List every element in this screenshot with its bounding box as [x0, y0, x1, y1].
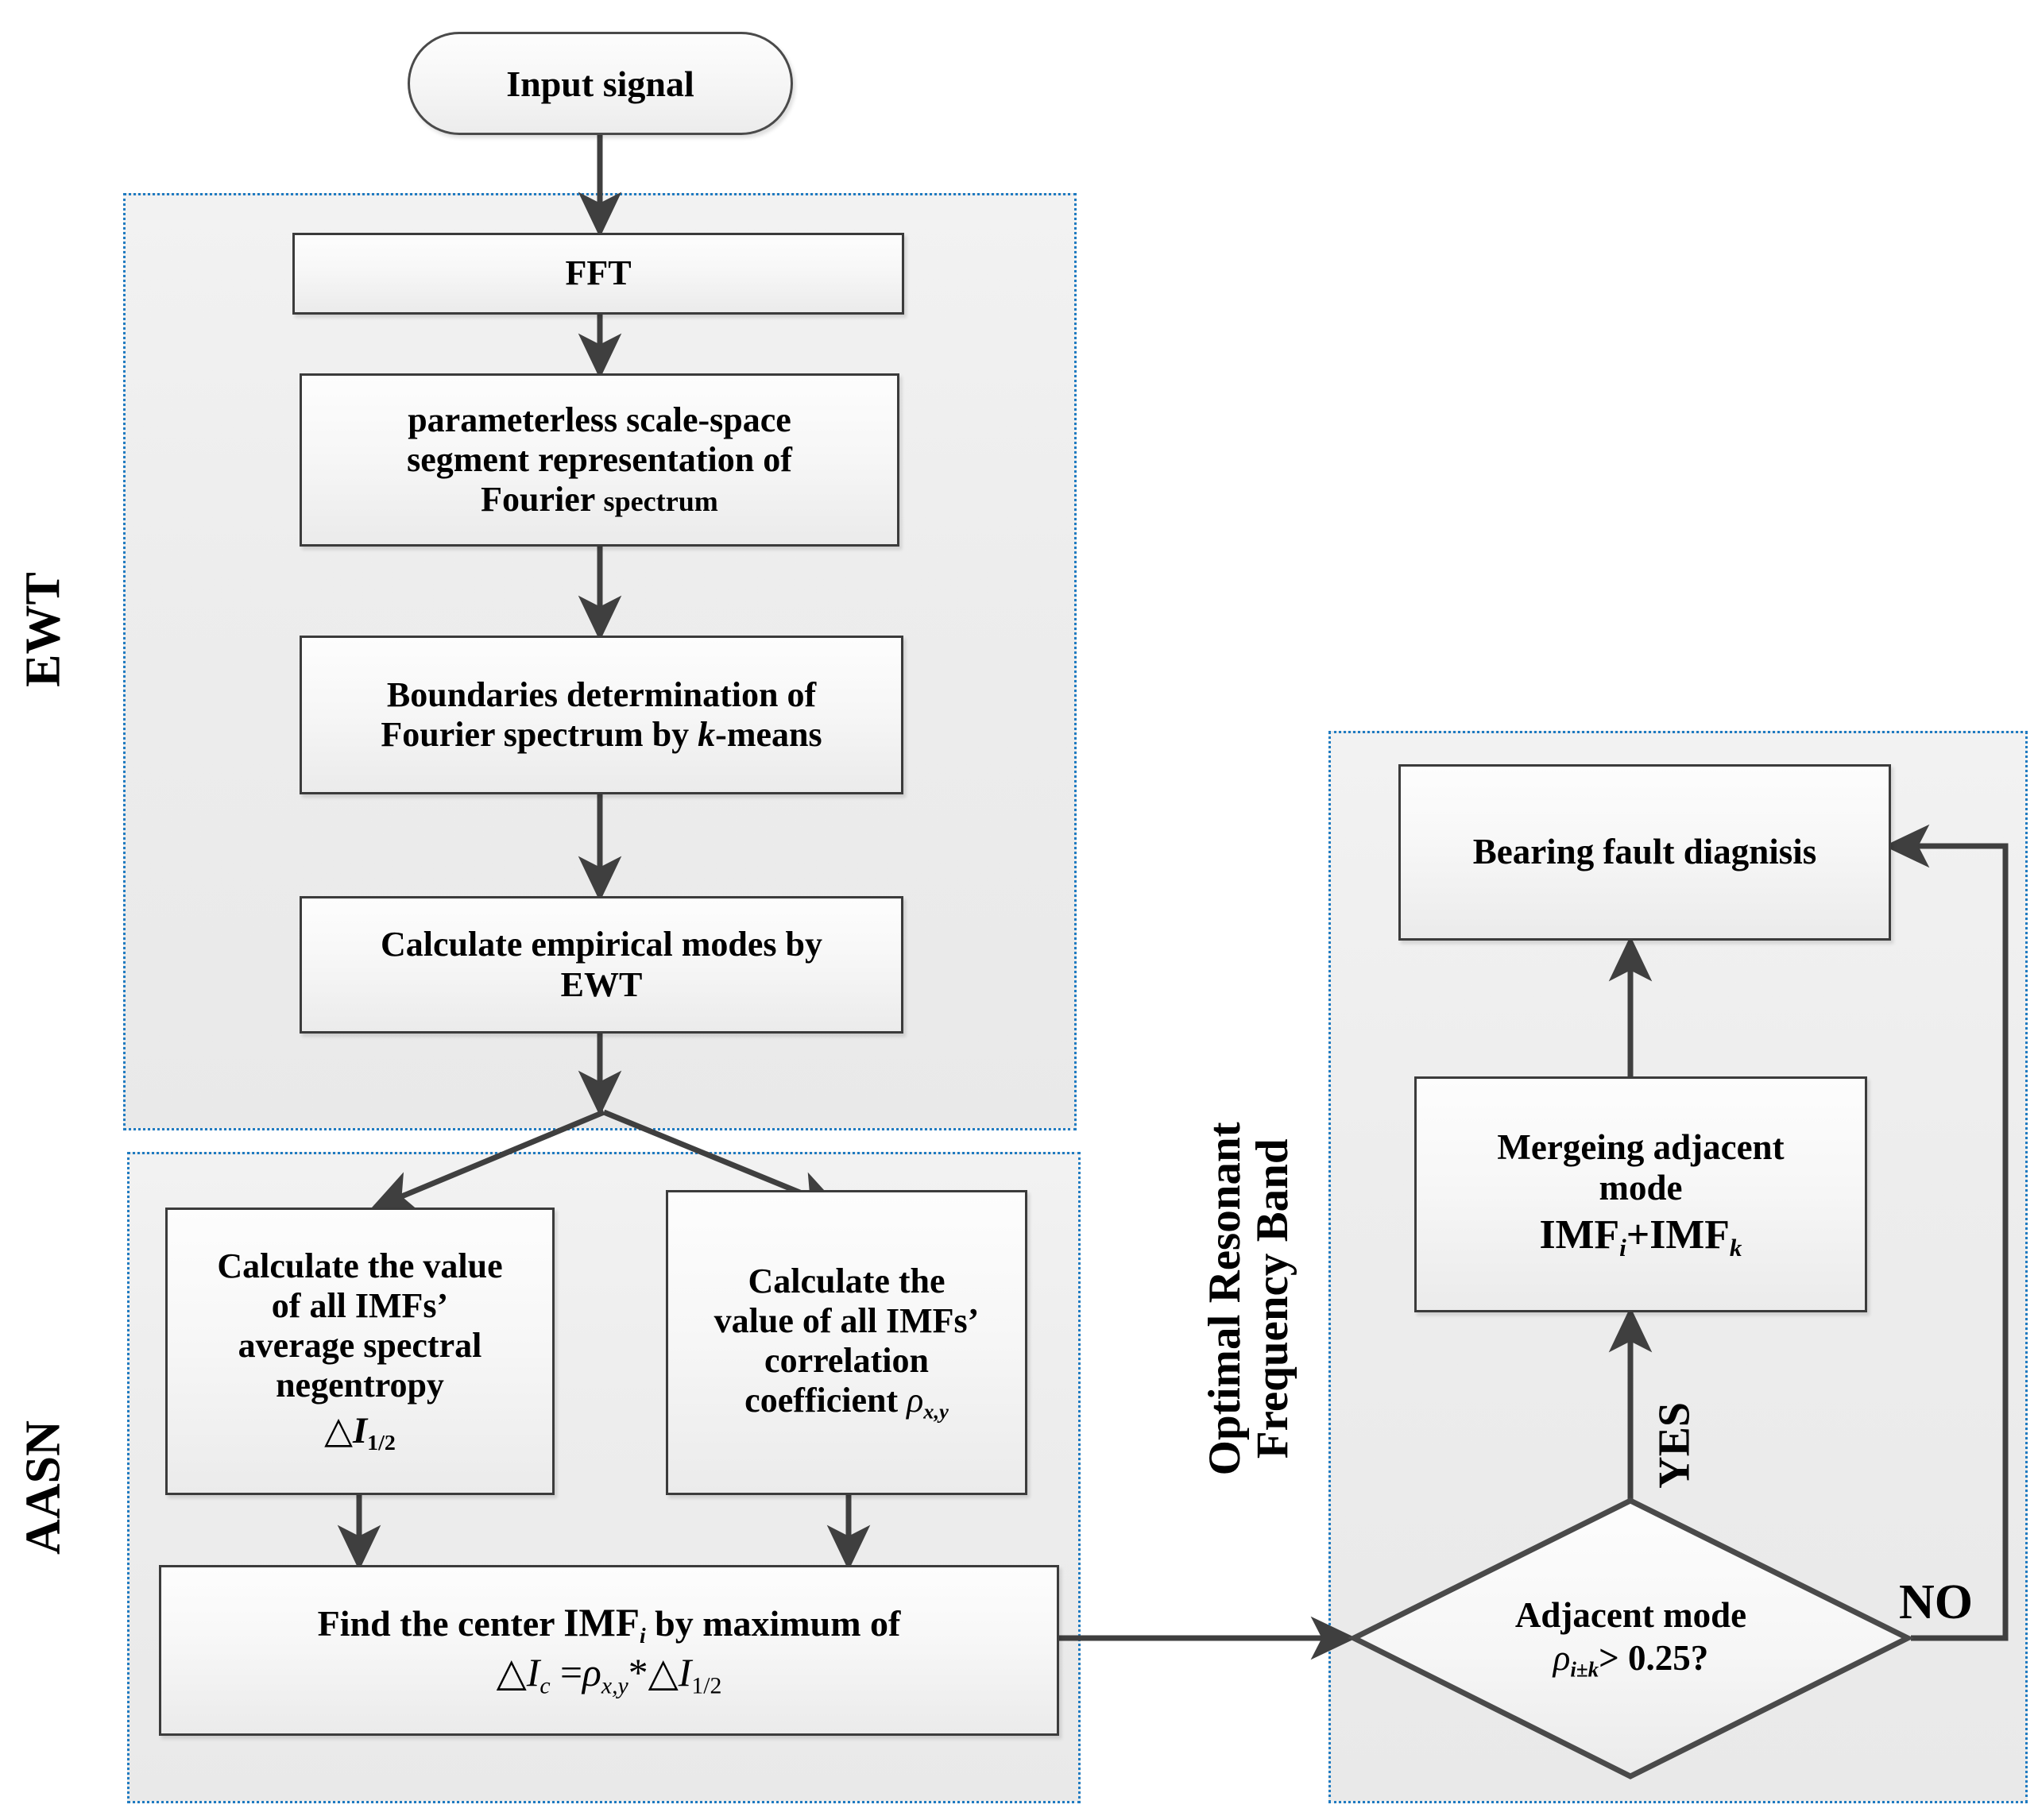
node-negentropy-formula-sub: 1/2 [367, 1431, 396, 1456]
edge-label-yes: YES [1649, 1358, 1700, 1532]
node-find-center-formula-rho-sub: x,y [601, 1672, 628, 1699]
node-boundaries-determination[interactable]: Boundaries determination of Fourier spec… [300, 636, 903, 794]
band-label-ewt-text: EWT [16, 572, 71, 687]
edge-label-no-text: NO [1899, 1575, 1973, 1629]
node-find-center-imf-text: IMF [563, 1601, 640, 1645]
node-correlation-line4: coefficient ρx,y [676, 1381, 1017, 1424]
node-correlation-line3: correlation [764, 1341, 929, 1381]
node-correlation-line1: Calculate the [748, 1262, 946, 1300]
node-boundaries-line2-a: Fourier spectrum by [381, 715, 698, 754]
node-calculate-correlation-coefficient[interactable]: Calculate the value of all IMFs’ correla… [666, 1190, 1027, 1495]
node-merge-formula-plus: + [1626, 1211, 1650, 1258]
node-negentropy-formula-main: △I [324, 1410, 368, 1452]
node-empirical-modes-line2: EWT [560, 964, 643, 1004]
node-input-signal-label: Input signal [506, 63, 694, 104]
node-find-center-formula-eq: = [550, 1651, 582, 1695]
node-negentropy-line3: average spectral [238, 1326, 482, 1366]
node-negentropy-line4: negentropy [276, 1366, 444, 1405]
band-label-aasn: AASN [16, 1397, 71, 1579]
node-negentropy-line2: of all IMFs’ [271, 1285, 449, 1325]
edge-label-yes-text: YES [1649, 1401, 1700, 1489]
node-merge-formula-b-sub: k [1729, 1233, 1742, 1262]
node-correlation-line4-a: coefficient [744, 1381, 899, 1420]
node-calculate-average-spectral-negentropy[interactable]: Calculate the value of all IMFs’ average… [165, 1208, 555, 1495]
node-find-center-formula-star: * [628, 1651, 648, 1695]
node-merge-formula: IMFi+IMFk [1425, 1212, 1857, 1262]
node-merge-formula-b: IMF [1649, 1211, 1730, 1258]
node-input-signal[interactable]: Input signal [408, 32, 793, 135]
node-scale-space-line3: Fourier spectrum [310, 480, 889, 520]
band-label-aasn-text: AASN [16, 1420, 71, 1555]
node-boundaries-line2-k: k [698, 715, 716, 754]
decision-diamond-shape [1348, 1497, 1914, 1779]
node-merge-line1: Mergeing adjacent [1497, 1127, 1785, 1168]
node-decision-formula: ρi±k> 0.25? [1515, 1636, 1746, 1683]
node-find-center-line1-b: by maximum of [645, 1603, 901, 1644]
node-correlation-formula-main: ρ [907, 1381, 924, 1420]
node-find-center-line1-a: Find the center [317, 1603, 564, 1644]
node-negentropy-formula: △I1/2 [176, 1410, 544, 1456]
node-fft-label: FFT [565, 253, 632, 293]
node-correlation-formula-sub: x,y [923, 1399, 949, 1424]
node-find-center-formula-lhs-sub: c [539, 1672, 551, 1699]
node-find-center-line1: Find the center IMFi by maximum of [169, 1601, 1049, 1648]
edge-label-no: NO [1899, 1575, 1973, 1631]
node-find-center-formula-rho: ρ [582, 1651, 601, 1695]
node-decision-line1: Adjacent mode [1514, 1595, 1747, 1636]
node-boundaries-line2-b: -means [715, 715, 822, 754]
node-find-center-imf-sub: i [639, 1622, 646, 1648]
node-bearing-fault-diagnosis-label: Bearing fault diagnisis [1472, 832, 1817, 872]
node-bearing-fault-diagnosis[interactable]: Bearing fault diagnisis [1398, 764, 1891, 941]
node-negentropy-line1: Calculate the value [217, 1246, 503, 1285]
node-scale-space-line1: parameterless scale-space [408, 400, 791, 439]
node-scale-space-line3-a: Fourier [481, 480, 595, 520]
node-scale-space-line3-b: spectrum [603, 485, 718, 518]
node-merge-formula-a: IMF [1539, 1211, 1620, 1258]
node-find-center-formula-lhs: △I [496, 1651, 540, 1695]
node-boundaries-line1: Boundaries determination of [386, 674, 817, 714]
node-decision-cmp: > 0.25? [1599, 1638, 1709, 1679]
node-find-center-imf[interactable]: Find the center IMFi by maximum of △Ic =… [159, 1565, 1059, 1736]
node-decision-rho-sub: i±k [1570, 1658, 1599, 1683]
band-label-orfb-line1: Optimal Resonant [1200, 1122, 1251, 1476]
band-label-orfb-line2: Frequency Band [1247, 1138, 1297, 1459]
node-find-center-formula-rhs: △I [648, 1651, 692, 1695]
node-merge-line2: mode [1599, 1168, 1683, 1208]
node-calculate-empirical-modes[interactable]: Calculate empirical modes by EWT [300, 896, 903, 1034]
node-scale-space-segmentation[interactable]: parameterless scale-space segment repres… [300, 373, 899, 547]
node-decision-rho: ρ [1553, 1638, 1571, 1679]
node-find-center-formula-rhs-sub: 1/2 [691, 1672, 722, 1699]
node-boundaries-line2: Fourier spectrum by k-means [310, 715, 893, 755]
node-decision-adjacent-mode[interactable]: Adjacent mode ρi±k> 0.25? [1348, 1497, 1914, 1779]
node-scale-space-line2: segment representation of [407, 439, 792, 479]
node-empirical-modes-line1: Calculate empirical modes by [380, 925, 823, 964]
node-merge-formula-a-sub: i [1619, 1233, 1626, 1262]
node-merge-adjacent-mode[interactable]: Mergeing adjacent mode IMFi+IMFk [1414, 1076, 1867, 1312]
node-fft[interactable]: FFT [292, 233, 904, 315]
node-find-center-formula: △Ic =ρx,y*△I1/2 [169, 1651, 1049, 1700]
node-correlation-line2: value of all IMFs’ [713, 1301, 980, 1341]
band-label-ewt: EWT [16, 551, 71, 709]
band-label-optimal-resonant-frequency-band: Optimal Resonant Frequency Band [1200, 1013, 1297, 1585]
